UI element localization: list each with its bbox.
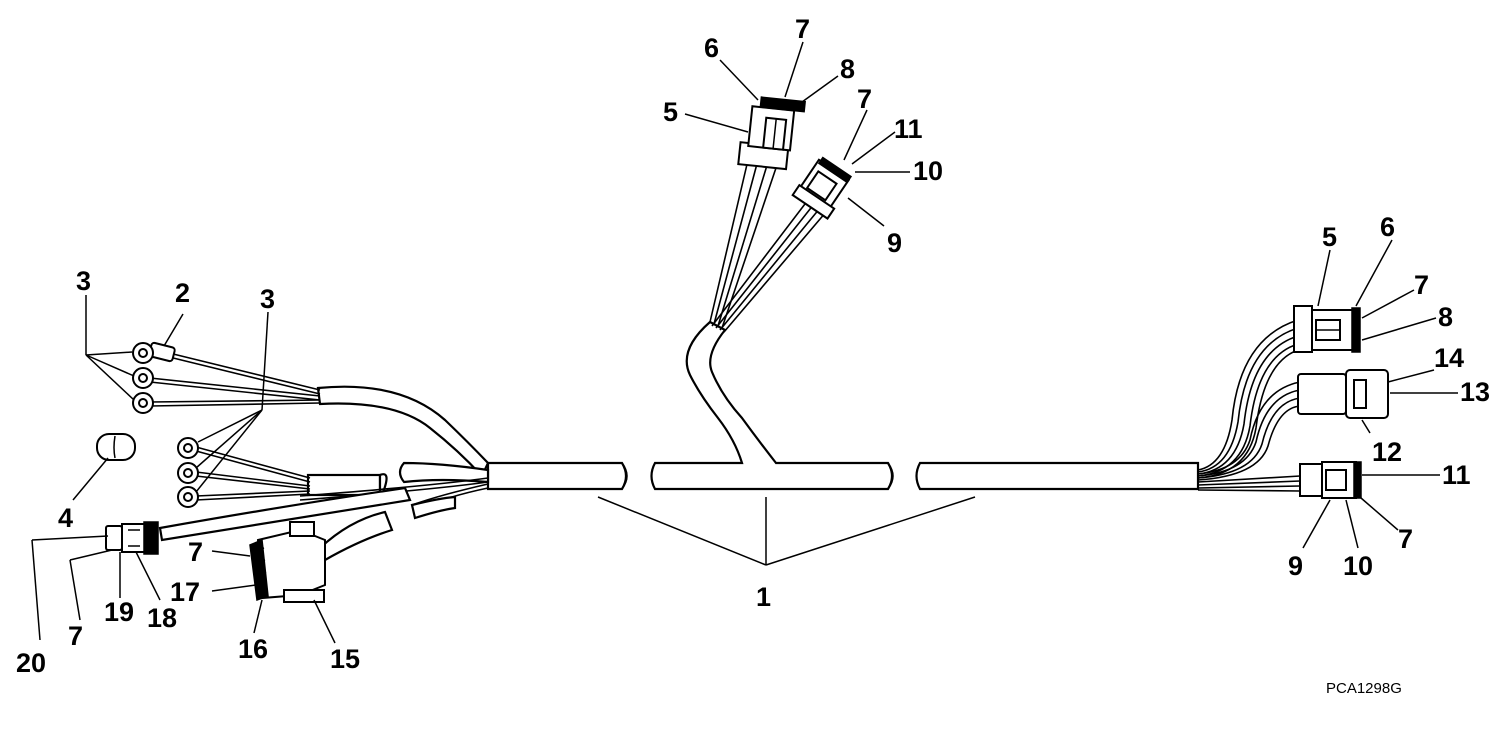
ring-terminals-upper <box>132 341 321 414</box>
callout-4: 4 <box>58 503 73 533</box>
callout-10-center: 10 <box>913 156 943 186</box>
callout-9-right: 9 <box>1288 551 1303 581</box>
ring-terminals-lower <box>177 437 311 508</box>
main-harness-trunk <box>486 320 1200 491</box>
callout-9-center: 9 <box>887 228 902 258</box>
rubber-boot <box>96 433 136 461</box>
callout-17: 17 <box>170 577 200 607</box>
callout-14: 14 <box>1434 343 1464 373</box>
callout-5-center: 5 <box>663 97 678 127</box>
connector-center-lower <box>791 156 853 220</box>
callout-6-center: 6 <box>704 33 719 63</box>
callout-19: 19 <box>104 597 134 627</box>
left-branch-cables <box>158 385 490 562</box>
leader-lines <box>31 41 1458 644</box>
callout-16: 16 <box>238 634 268 664</box>
callout-labels: 1 2 3 3 4 5 6 7 8 7 11 10 9 5 6 7 8 14 1… <box>16 14 1490 697</box>
connector-center-upper <box>737 96 806 171</box>
callout-7-right-lower: 7 <box>1398 524 1413 554</box>
callout-6-right: 6 <box>1380 212 1395 242</box>
center-branch-wires <box>709 159 827 333</box>
callout-3-right: 3 <box>260 284 275 314</box>
callout-7-center-upper: 7 <box>795 14 810 44</box>
callout-5-right: 5 <box>1322 222 1337 252</box>
callout-8-center: 8 <box>840 54 855 84</box>
connector-right-upper <box>1293 305 1361 353</box>
connector-right-middle <box>1297 369 1389 419</box>
callout-11-center: 11 <box>894 114 923 144</box>
callout-1: 1 <box>756 582 771 612</box>
callout-7-center-lower: 7 <box>857 84 872 114</box>
callout-12: 12 <box>1372 437 1402 467</box>
figure-code: PCA1298G <box>1326 680 1402 697</box>
callout-15: 15 <box>330 644 360 674</box>
right-branch-wires <box>1197 319 1301 492</box>
callout-13: 13 <box>1460 377 1490 407</box>
callout-2: 2 <box>175 278 190 308</box>
callout-11-right: 11 <box>1442 460 1471 490</box>
callout-7-left-lower: 7 <box>68 621 83 651</box>
connector-large-left <box>249 521 326 603</box>
callout-7-right-upper: 7 <box>1414 270 1429 300</box>
callout-3-left: 3 <box>76 266 91 296</box>
connector-small-left <box>105 521 159 555</box>
callout-7-left-upper: 7 <box>188 537 203 567</box>
callout-8-right: 8 <box>1438 302 1453 332</box>
connector-right-lower <box>1299 461 1362 499</box>
callout-20: 20 <box>16 648 46 678</box>
callout-10-right: 10 <box>1343 551 1373 581</box>
callout-18: 18 <box>147 603 177 633</box>
